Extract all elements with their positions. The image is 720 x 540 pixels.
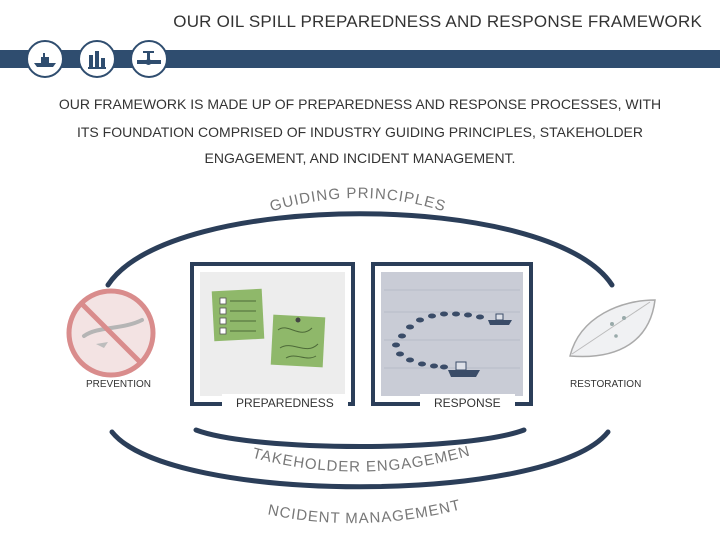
preparedness-box [190, 262, 355, 406]
preparedness-label: PREPAREDNESS [222, 394, 348, 412]
restoration-leaf-icon [569, 299, 656, 358]
guiding-principles-arc [105, 211, 615, 288]
checklist-note-icon [211, 288, 265, 342]
response-box [371, 262, 533, 406]
map-note-icon [270, 314, 326, 368]
boat-icon [26, 40, 64, 78]
guiding-principles-label: GUIDING PRINCIPLES [268, 185, 448, 215]
header-band [0, 50, 720, 68]
response-vessel-icon [488, 313, 512, 325]
intro-line-1: OUR FRAMEWORK IS MADE UP OF PREPAREDNESS… [58, 96, 662, 112]
response-vessel-icon-2 [448, 361, 480, 377]
prohibited-icon [66, 288, 156, 378]
boom-line [392, 311, 484, 370]
response-label: RESPONSE [420, 394, 515, 412]
pipeline-icon [130, 40, 168, 78]
stakeholder-engagement-arc [193, 427, 527, 449]
incident-management-arc [109, 429, 611, 490]
intro-line-2: ITS FOUNDATION COMPRISED OF INDUSTRY GUI… [76, 124, 644, 140]
restoration-label: RESTORATION [570, 379, 642, 390]
page-title: OUR OIL SPILL PREPAREDNESS AND RESPONSE … [173, 12, 702, 31]
intro-line-3: ENGAGEMENT, AND INCIDENT MANAGEMENT. [204, 150, 516, 166]
prevention-label: PREVENTION [86, 379, 152, 390]
refinery-icon [78, 40, 116, 78]
